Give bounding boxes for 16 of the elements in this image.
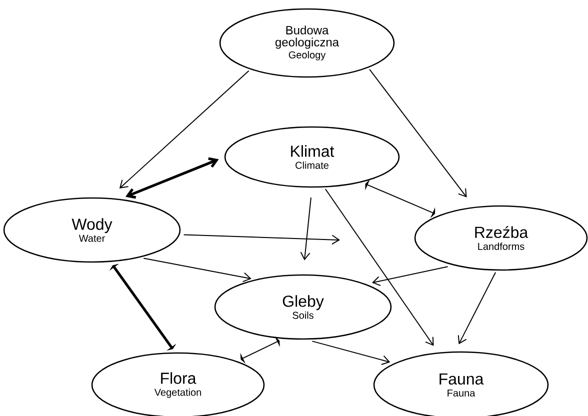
arrow (312, 340, 390, 365)
arrow (240, 336, 280, 364)
arrow (300, 197, 312, 260)
arrow (143, 258, 252, 282)
arrow (324, 188, 434, 346)
ellipse-node: Rzeźba Landforms (414, 205, 588, 271)
arrow (369, 68, 467, 198)
ellipse-node: Wody Water (3, 197, 181, 263)
arrow (458, 272, 496, 344)
ellipse-node: Klimat Climate (224, 126, 400, 188)
arrow (183, 234, 340, 245)
ellipse-node: Gleby Soils (214, 274, 392, 340)
arrow (125, 157, 219, 199)
arrow (119, 70, 250, 189)
arrow (372, 266, 448, 286)
ellipse-node: Budowa geologiczna Geology (219, 8, 395, 78)
